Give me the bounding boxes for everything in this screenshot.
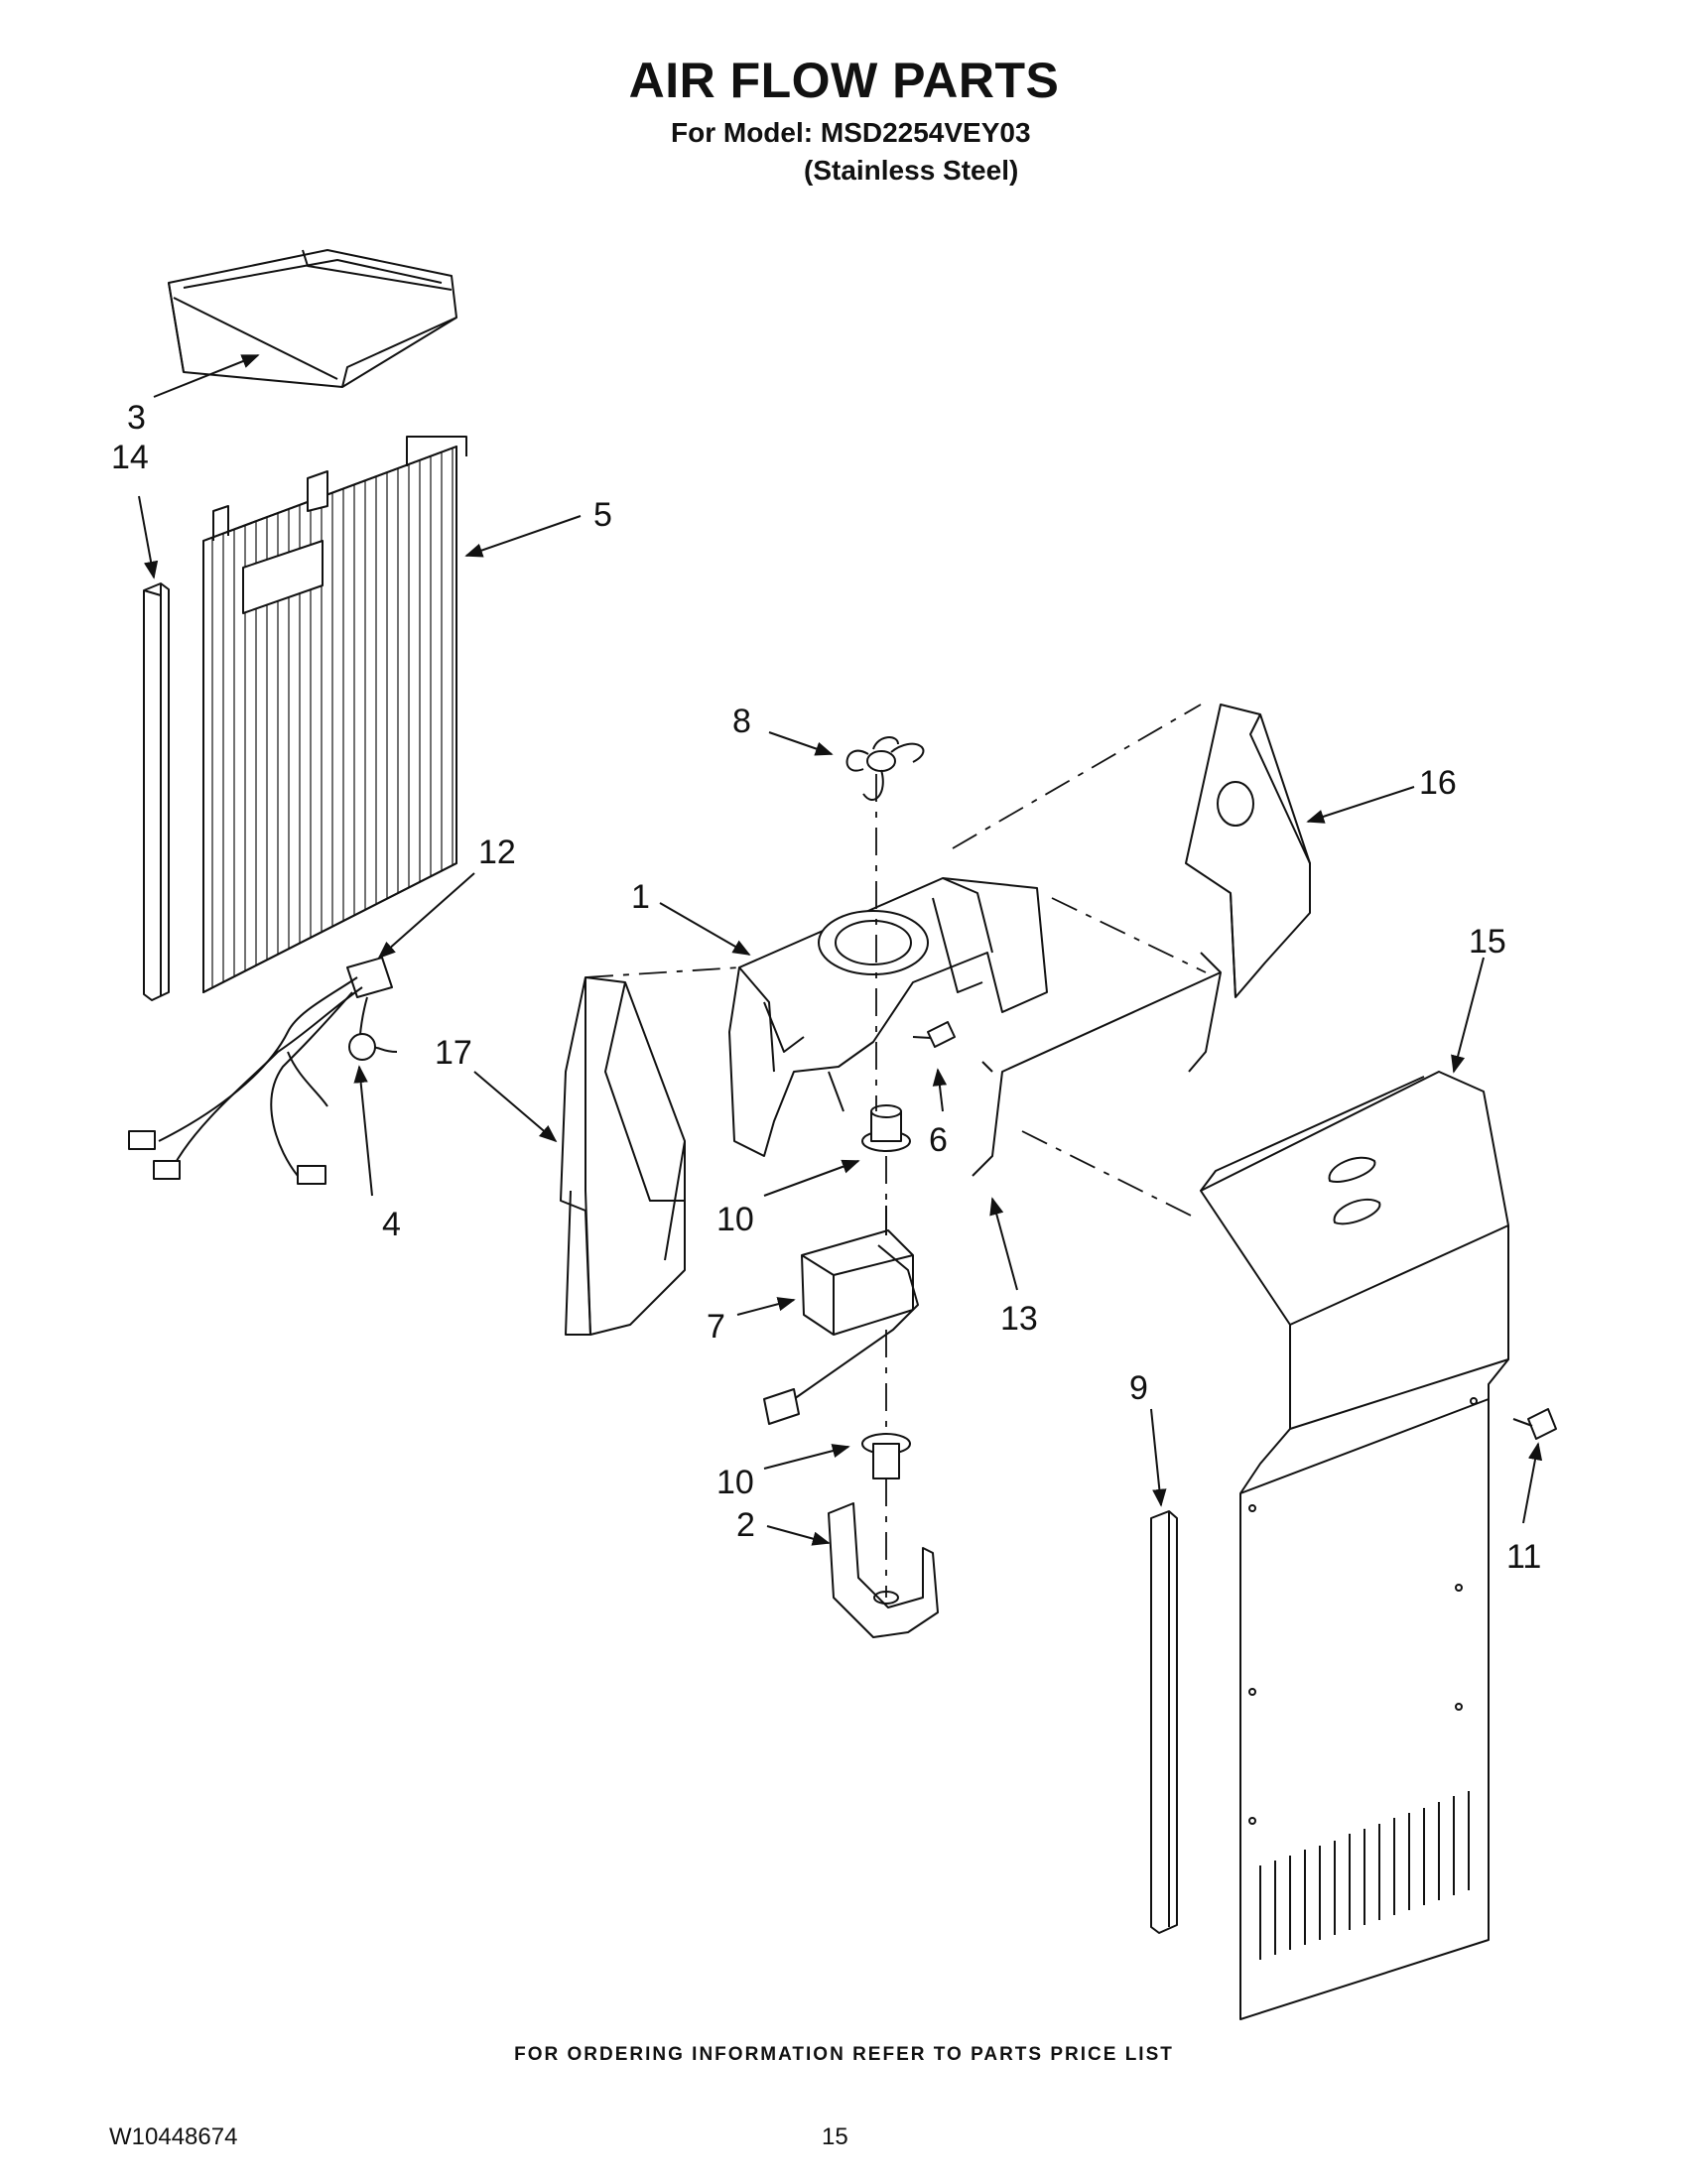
callout-7: 7	[707, 1308, 725, 1346]
callout-6: 6	[929, 1121, 948, 1159]
callout-17: 17	[435, 1034, 472, 1072]
callout-11: 11	[1506, 1538, 1541, 1576]
page-number: 15	[822, 2123, 848, 2150]
leader-arrows	[138, 354, 1543, 1546]
callout-labels: 3 14 5 8 16 12 1 15 17 6 4 10 13 7 9 10 …	[111, 399, 1541, 1576]
part-12-wire-harness	[128, 957, 398, 1185]
finish-label: (Stainless Steel)	[804, 155, 1019, 186]
part-3-top-cover	[168, 249, 457, 388]
callout-4: 4	[382, 1206, 401, 1243]
part-8-fan-blade	[845, 736, 925, 801]
callout-2: 2	[736, 1506, 755, 1544]
part-17-side-duct	[560, 976, 686, 1336]
part-10-grommet-lower	[861, 1433, 911, 1479]
part-14-foam-strip	[143, 582, 170, 1001]
callout-12: 12	[478, 834, 516, 871]
callout-9: 9	[1129, 1369, 1148, 1407]
part-6-screw	[912, 1021, 956, 1048]
part-9-foam-strip	[1150, 1510, 1178, 1934]
callout-3: 3	[127, 399, 146, 437]
part-16-side-duct	[1185, 704, 1311, 998]
callout-14: 14	[111, 439, 149, 476]
part-5-evaporator-cover	[202, 436, 467, 993]
part-11-screw	[1512, 1408, 1557, 1440]
callout-15: 15	[1469, 923, 1506, 961]
part-1-fan-shroud	[728, 877, 1048, 1157]
part-2-motor-bracket	[828, 1502, 939, 1638]
part-10-grommet-upper	[861, 1104, 911, 1152]
part-15-vent-slots	[1259, 1791, 1470, 1960]
ordering-note: FOR ORDERING INFORMATION REFER TO PARTS …	[514, 2044, 1174, 2065]
part-7-fan-motor	[763, 1206, 919, 1425]
assembly-dash-lines	[584, 704, 1207, 1598]
callout-8: 8	[732, 703, 751, 740]
part-15-rear-panel	[1200, 1071, 1509, 2020]
part-13-wire-brace	[972, 952, 1222, 1177]
callout-16: 16	[1419, 764, 1457, 802]
callout-10-lower: 10	[716, 1464, 754, 1501]
model-line: For Model: MSD2254VEY03	[671, 117, 1031, 148]
callout-10-upper: 10	[716, 1201, 754, 1238]
callout-1: 1	[631, 878, 650, 916]
page-title: AIR FLOW PARTS	[628, 53, 1060, 108]
callout-13: 13	[1000, 1300, 1038, 1338]
document-number: W10448674	[109, 2123, 238, 2150]
callout-5: 5	[593, 496, 612, 534]
